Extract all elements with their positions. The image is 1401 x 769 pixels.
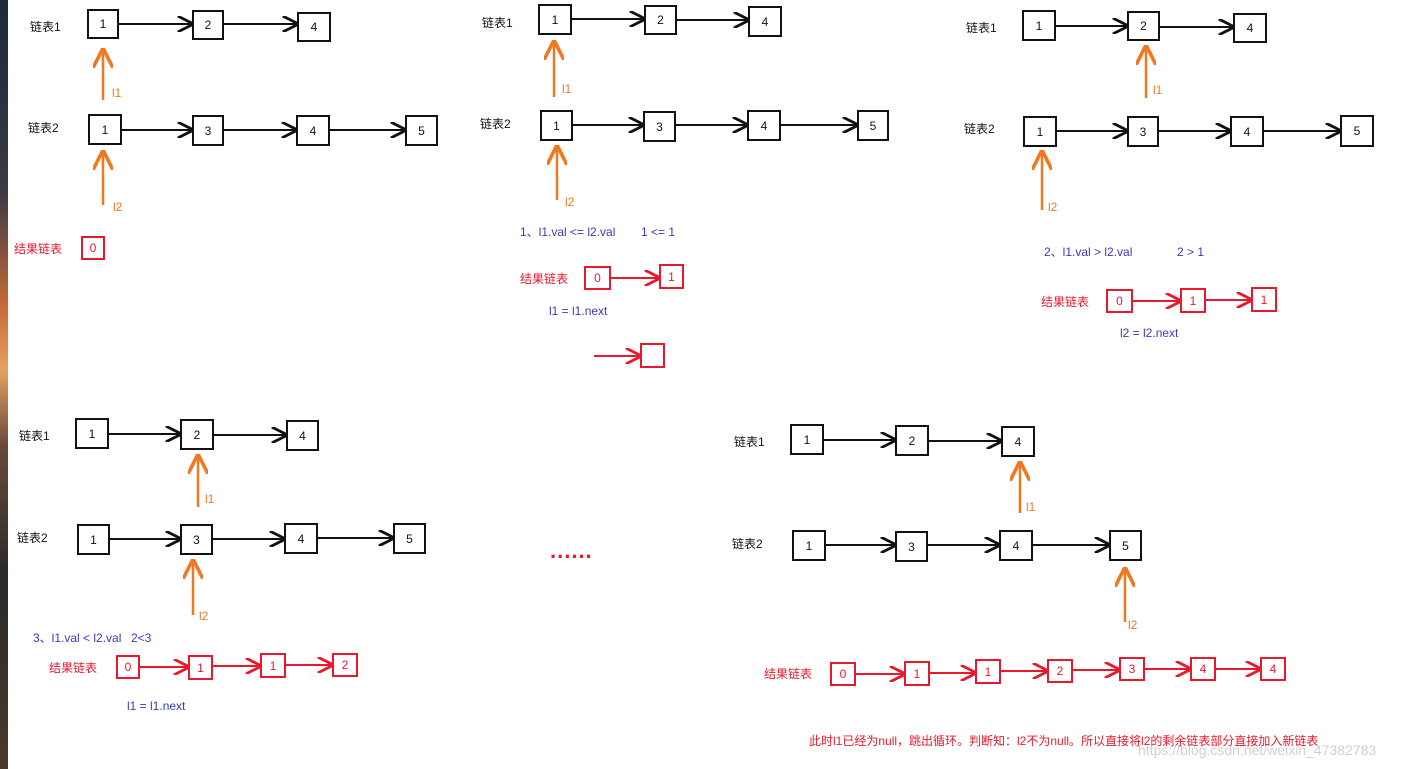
list1-label: 链表1	[966, 21, 997, 35]
step-comparison: 2<3	[131, 631, 152, 645]
list-node: 3	[1127, 116, 1159, 147]
list-node: 4	[999, 530, 1033, 561]
list-node: 4	[1001, 426, 1035, 457]
list-node: 5	[857, 110, 889, 141]
result-node: 0	[584, 266, 611, 290]
list-node: 2	[644, 5, 677, 35]
list-node: 1	[88, 114, 122, 145]
list-node: 4	[747, 110, 781, 141]
result-node: 1	[904, 661, 930, 686]
list1-label: 链表1	[30, 20, 61, 34]
result-label: 结果链表	[520, 272, 569, 286]
step-assignment: l1 = l1.next	[549, 304, 608, 318]
step-assignment: l2 = l2.next	[1120, 326, 1179, 340]
step-assignment: l1 = l1.next	[127, 699, 186, 713]
step-condition: 2、l1.val > l2.val	[1044, 245, 1133, 259]
list2-label: 链表2	[480, 117, 511, 131]
list-node: 2	[192, 10, 224, 40]
list-node: 3	[895, 531, 928, 562]
l1-pointer-label: l1	[205, 492, 215, 506]
list-node: 4	[286, 420, 319, 451]
list-node: 4	[1233, 13, 1267, 43]
ellipsis-dots: ......	[550, 538, 593, 563]
list-node: 2	[1127, 11, 1160, 41]
list-node: 4	[748, 6, 782, 37]
list-node: 1	[1023, 116, 1057, 147]
list-node: 3	[643, 111, 676, 142]
list-node: 3	[192, 115, 224, 146]
result-node: 1	[975, 659, 1001, 684]
list-node: 4	[1230, 116, 1264, 147]
list-node: 1	[87, 9, 119, 39]
list2-label: 链表2	[732, 537, 763, 551]
list1-label: 链表1	[734, 435, 765, 449]
result-node: 2	[332, 653, 358, 677]
result-node: 1	[659, 264, 684, 289]
result-node: 0	[830, 662, 856, 686]
list-node: 1	[75, 418, 109, 449]
list-node: 1	[790, 424, 824, 455]
background-edge-strip	[0, 0, 8, 769]
list-node: 5	[393, 523, 426, 554]
result-node: 1	[1180, 288, 1206, 313]
list-node: 1	[77, 524, 110, 555]
result-node: 4	[1260, 657, 1286, 681]
list-node: 1	[540, 110, 573, 141]
step-comparison: 2 > 1	[1177, 245, 1205, 259]
list-node: 4	[284, 523, 318, 554]
list-node: 5	[1340, 115, 1374, 147]
l2-pointer-label: l2	[113, 200, 123, 214]
result-node	[640, 343, 665, 368]
list-node: 3	[180, 524, 213, 555]
list-node: 1	[538, 4, 572, 35]
l1-pointer-label: l1	[1026, 500, 1036, 514]
step-condition: 3、l1.val < l2.val	[33, 631, 122, 645]
result-node: 1	[188, 655, 213, 680]
list-node: 4	[296, 115, 330, 146]
result-node: 0	[116, 655, 140, 679]
l2-pointer-label: l2	[565, 195, 575, 209]
step-condition: 1、l1.val <= l2.val	[520, 225, 616, 239]
list2-label: 链表2	[17, 531, 48, 545]
list-node: 4	[297, 12, 331, 42]
l2-pointer-label: l2	[199, 609, 209, 623]
step-comparison: 1 <= 1	[641, 225, 676, 239]
watermark: https://blog.csdn.net/weixin_47382783	[1138, 742, 1377, 758]
result-label: 结果链表	[14, 242, 63, 256]
result-label: 结果链表	[1041, 295, 1090, 309]
list-node: 2	[180, 419, 214, 450]
list-node: 1	[792, 530, 826, 561]
l1-pointer-label: l1	[1153, 83, 1163, 97]
result-label: 结果链表	[49, 661, 98, 675]
l1-pointer-label: l1	[562, 82, 572, 96]
list-node: 5	[1109, 530, 1142, 561]
list2-label: 链表2	[964, 122, 995, 136]
list1-label: 链表1	[482, 16, 513, 30]
l2-pointer-label: l2	[1048, 200, 1058, 214]
result-node: 1	[1251, 287, 1277, 312]
list-node: 1	[1022, 10, 1056, 41]
list1-label: 链表1	[19, 429, 50, 443]
result-node: 1	[260, 653, 286, 678]
result-node: 0	[81, 236, 105, 260]
conclusion-note: 此时l1已经为null，跳出循环。判断知：l2不为null。所以直接将l2的剩余…	[809, 734, 1319, 748]
result-node: 4	[1190, 657, 1216, 681]
list-node: 5	[405, 115, 438, 146]
list-node: 2	[895, 425, 929, 456]
result-node: 3	[1119, 657, 1145, 681]
result-node: 2	[1047, 659, 1073, 683]
list2-label: 链表2	[28, 121, 59, 135]
result-node: 0	[1106, 289, 1133, 313]
l1-pointer-label: l1	[112, 86, 122, 100]
l2-pointer-label: l2	[1128, 618, 1138, 632]
result-label: 结果链表	[764, 667, 813, 681]
